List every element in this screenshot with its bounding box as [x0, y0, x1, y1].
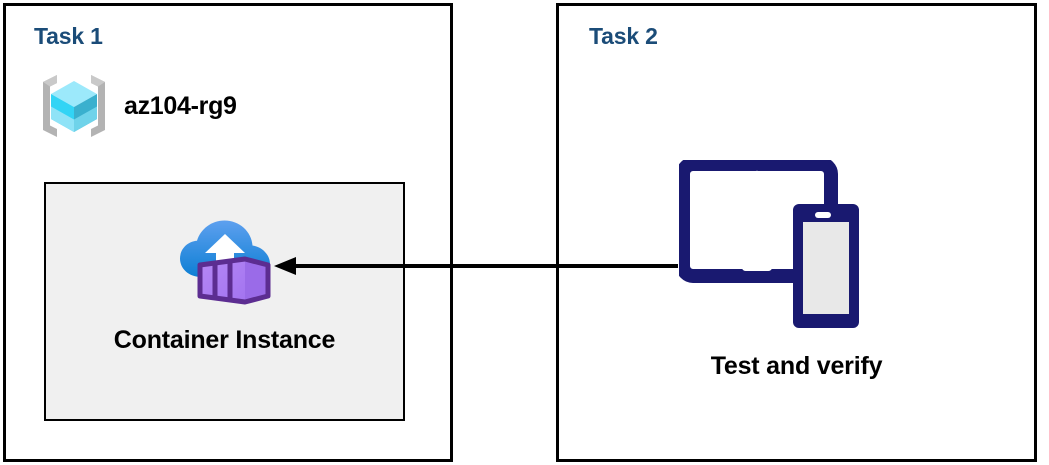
devices-tablet-phone-icon [679, 160, 859, 328]
task-1-panel: Task 1 az104-rg9 [3, 3, 453, 462]
task-2-title: Task 2 [589, 23, 658, 49]
test-and-verify-label: Test and verify [710, 352, 883, 380]
container-instance-label: Container Instance [113, 326, 336, 354]
arrow-task2-to-container-instance [274, 257, 678, 275]
azure-container-instance-icon [179, 220, 270, 305]
resource-group-name: az104-rg9 [124, 91, 237, 120]
azure-resource-group-icon [43, 75, 105, 137]
task-1-title: Task 1 [34, 23, 103, 49]
resource-group-row: az104-rg9 [36, 68, 237, 144]
container-instance-box: Container Instance [44, 182, 405, 421]
